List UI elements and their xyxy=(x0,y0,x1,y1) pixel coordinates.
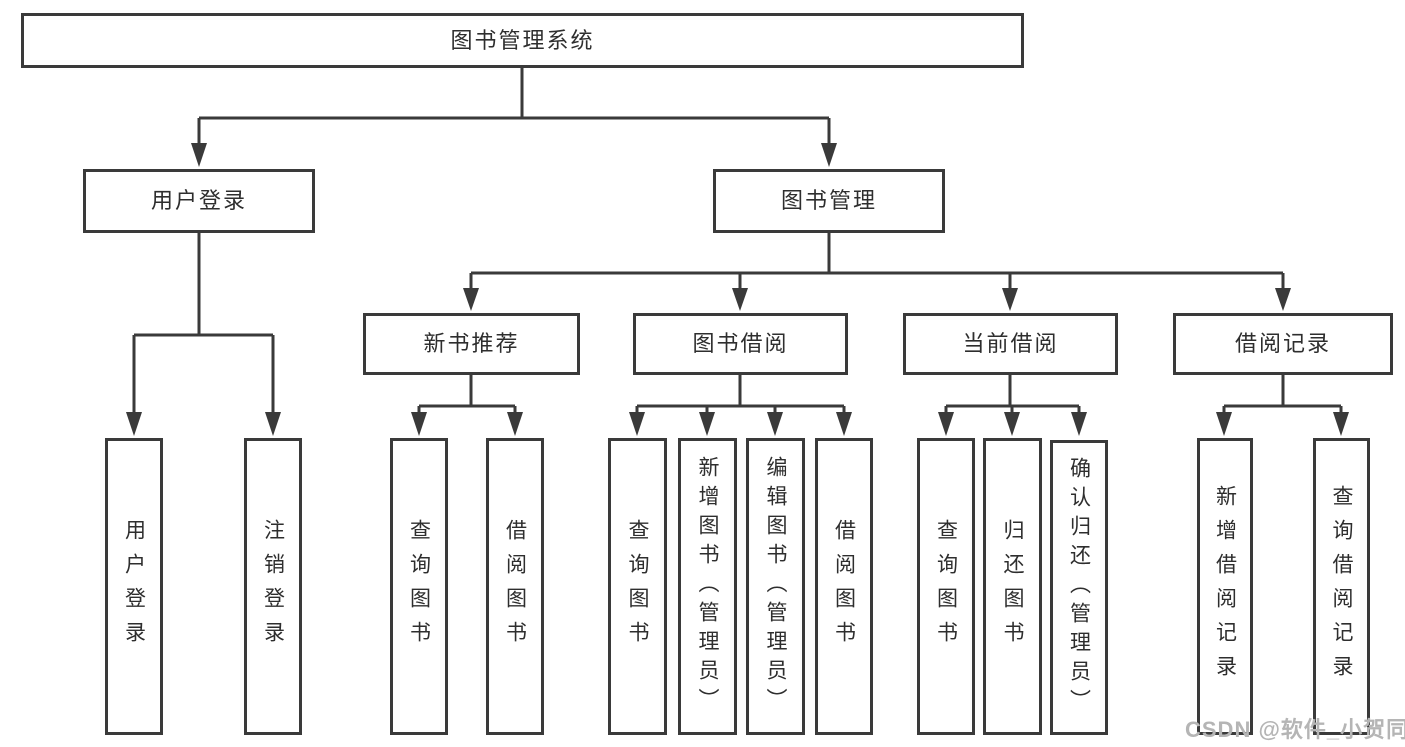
leaf-current-return-book-label: 归还图书 xyxy=(1001,518,1024,655)
connector-bookmgmt-to-level3 xyxy=(469,231,1285,290)
leaf-current-return-book: 归还图书 xyxy=(983,438,1042,735)
leaf-borrow-query-book: 查询图书 xyxy=(608,438,667,735)
leaf-newrec-query-book: 查询图书 xyxy=(390,438,448,735)
node-book-mgmt: 图书管理 xyxy=(713,169,945,233)
leaf-newrec-borrow-book-label: 借阅图书 xyxy=(503,518,527,655)
leaf-records-query-record: 查询借阅记录 xyxy=(1313,438,1370,735)
node-current-borrow-label: 当前借阅 xyxy=(962,331,1059,356)
node-book-mgmt-label: 图书管理 xyxy=(780,188,877,213)
leaf-borrow-add-book-label: 新增图书（管理员） xyxy=(696,456,719,717)
arrowheads xyxy=(126,143,1349,436)
leaf-borrow-edit-book-label: 编辑图书（管理员） xyxy=(764,456,787,717)
leaf-user-login: 用户登录 xyxy=(105,438,163,735)
watermark: CSDN @软件_小贺同学 xyxy=(1185,717,1405,742)
node-borrow-records: 借阅记录 xyxy=(1173,313,1393,375)
node-borrow-records-label: 借阅记录 xyxy=(1234,331,1331,356)
node-root: 图书管理系统 xyxy=(21,13,1024,68)
connector-newrec-to-leaves xyxy=(417,373,517,414)
leaf-borrow-borrow-book: 借阅图书 xyxy=(815,438,873,735)
node-book-borrow: 图书借阅 xyxy=(633,313,848,375)
leaf-current-query-book-label: 查询图书 xyxy=(934,518,958,655)
connector-borrow-to-leaves xyxy=(635,373,846,414)
node-user-login: 用户登录 xyxy=(83,169,315,233)
leaf-current-confirm-return-label: 确认归还（管理员） xyxy=(1067,457,1091,718)
leaf-newrec-borrow-book: 借阅图书 xyxy=(486,438,544,735)
node-root-label: 图书管理系统 xyxy=(450,27,595,53)
leaf-borrow-add-book: 新增图书（管理员） xyxy=(678,438,737,735)
leaf-records-query-record-label: 查询借阅记录 xyxy=(1330,484,1353,689)
connector-records-to-leaves xyxy=(1222,373,1343,414)
node-user-login-label: 用户登录 xyxy=(150,188,247,213)
connector-userlogin-to-leaves xyxy=(132,231,275,414)
connector-current-to-leaves xyxy=(944,373,1081,414)
node-book-borrow-label: 图书借阅 xyxy=(692,331,789,356)
leaf-user-login-label: 用户登录 xyxy=(122,518,146,655)
leaf-current-query-book: 查询图书 xyxy=(917,438,975,735)
leaf-logout: 注销登录 xyxy=(244,438,302,735)
node-current-borrow: 当前借阅 xyxy=(903,313,1118,375)
node-new-book-rec-label: 新书推荐 xyxy=(423,331,520,356)
leaf-newrec-query-book-label: 查询图书 xyxy=(407,518,431,655)
leaf-borrow-borrow-book-label: 借阅图书 xyxy=(832,518,856,655)
leaf-borrow-edit-book: 编辑图书（管理员） xyxy=(746,438,805,735)
node-new-book-rec: 新书推荐 xyxy=(363,313,580,375)
leaf-records-add-record: 新增借阅记录 xyxy=(1197,438,1253,735)
leaf-records-add-record-label: 新增借阅记录 xyxy=(1213,484,1237,689)
leaf-borrow-query-book-label: 查询图书 xyxy=(626,518,649,655)
leaf-logout-label: 注销登录 xyxy=(261,518,285,655)
connector-root-to-level2 xyxy=(197,68,831,145)
leaf-current-confirm-return: 确认归还（管理员） xyxy=(1050,440,1108,735)
